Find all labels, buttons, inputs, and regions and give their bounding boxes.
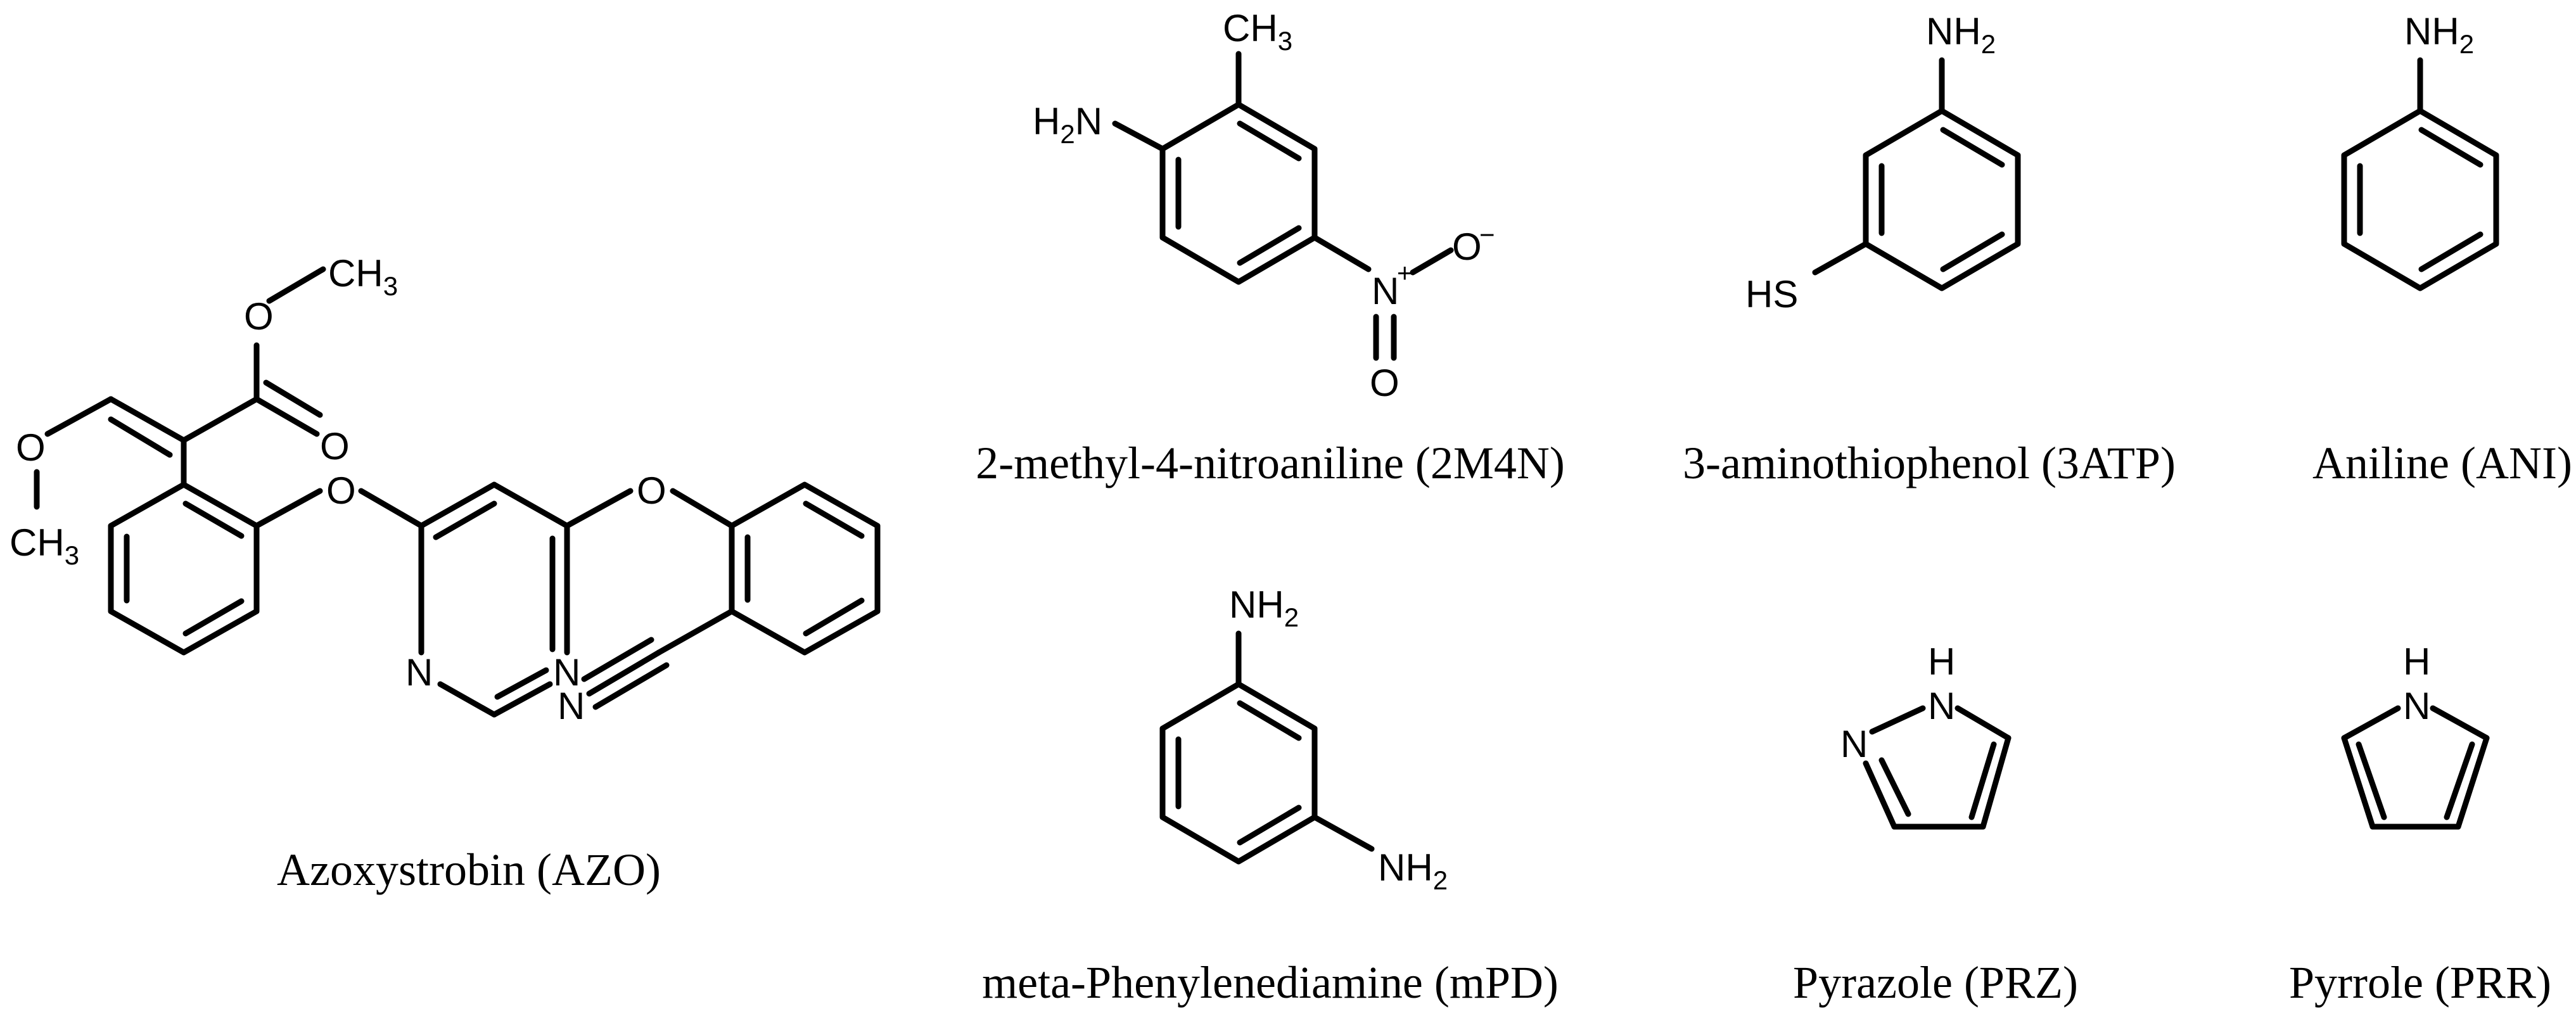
m4n-nitro-oxygen-2: O (1370, 362, 1400, 404)
ani-amine-group: NH2 (2404, 10, 2474, 59)
structure-3-aminothiophenol: NH2 HS (1745, 10, 2021, 315)
azo-ether-oxygen-1: O (326, 469, 356, 512)
caption-meta-phenylenediamine: meta-Phenylenediamine (mPD) (982, 957, 1559, 1008)
mpd-amine-group-1: NH2 (1229, 583, 1299, 632)
azo-nitrile-nitrogen: N (558, 685, 585, 727)
ani-benzene-ring (2341, 108, 2499, 291)
prz-nh-hydrogen: H (1928, 640, 1955, 683)
caption-pyrazole: Pyrazole (PRZ) (1793, 957, 2078, 1008)
azo-carbonyl-oxygen: O (320, 425, 350, 468)
m4n-methyl-group: CH3 (1223, 7, 1292, 56)
azo-pyrimidine-nitrogen-1: N (405, 651, 433, 694)
caption-2-methyl-4-nitroaniline: 2-methyl-4-nitroaniline (2M4N) (976, 438, 1565, 488)
structure-azoxystrobin: O CH3 O O CH3 O N N O (10, 252, 881, 727)
m4n-amine-group: H2N (1033, 100, 1102, 149)
prz-nh-nitrogen: N (1928, 685, 1955, 727)
caption-3-aminothiophenol: 3-aminothiophenol (3ATP) (1683, 438, 2176, 488)
mpd-amine-group-2: NH2 (1378, 846, 1448, 895)
prr-nh-nitrogen: N (2403, 685, 2430, 727)
azo-vinyl-oxygen: O (16, 426, 46, 469)
azo-benzene-ring-right (729, 481, 881, 656)
m4n-nitro-positive-charge: + (1397, 258, 1413, 288)
azo-methyl-group-1: CH3 (10, 521, 79, 570)
m4n-nitro-nitrogen: N (1372, 270, 1399, 312)
m4n-benzene-ring (1159, 101, 1318, 285)
atp-amine-group: NH2 (1926, 10, 1996, 59)
structure-pyrazole: H N N (1840, 640, 2012, 830)
caption-aniline: Aniline (ANI) (2312, 438, 2572, 488)
caption-azoxystrobin: Azoxystrobin (AZO) (277, 844, 661, 895)
azo-benzene-ring-left (108, 481, 260, 656)
prz-nitrogen-2: N (1840, 723, 1868, 765)
mpd-benzene-ring (1159, 681, 1318, 865)
atp-thiol-group: HS (1745, 273, 1798, 315)
structure-aniline: NH2 (2341, 10, 2499, 291)
atp-benzene-ring (1863, 108, 2021, 291)
azo-pyrimidine-nitrogen-2: N (553, 651, 580, 694)
azo-ether-oxygen-2: O (637, 469, 666, 512)
prr-nh-hydrogen: H (2403, 640, 2430, 683)
structure-pyrrole: H N (2341, 640, 2490, 830)
m4n-nitro-oxygen-1: O (1452, 226, 1482, 268)
azo-methyl-group-2: CH3 (328, 252, 398, 301)
m4n-nitro-negative-charge: − (1479, 220, 1495, 250)
caption-pyrrole: Pyrrole (PRR) (2289, 957, 2551, 1008)
structure-meta-phenylenediamine: NH2 NH2 (1159, 583, 1448, 895)
structure-2-methyl-4-nitroaniline: CH3 H2N N + O − O (1033, 7, 1495, 404)
